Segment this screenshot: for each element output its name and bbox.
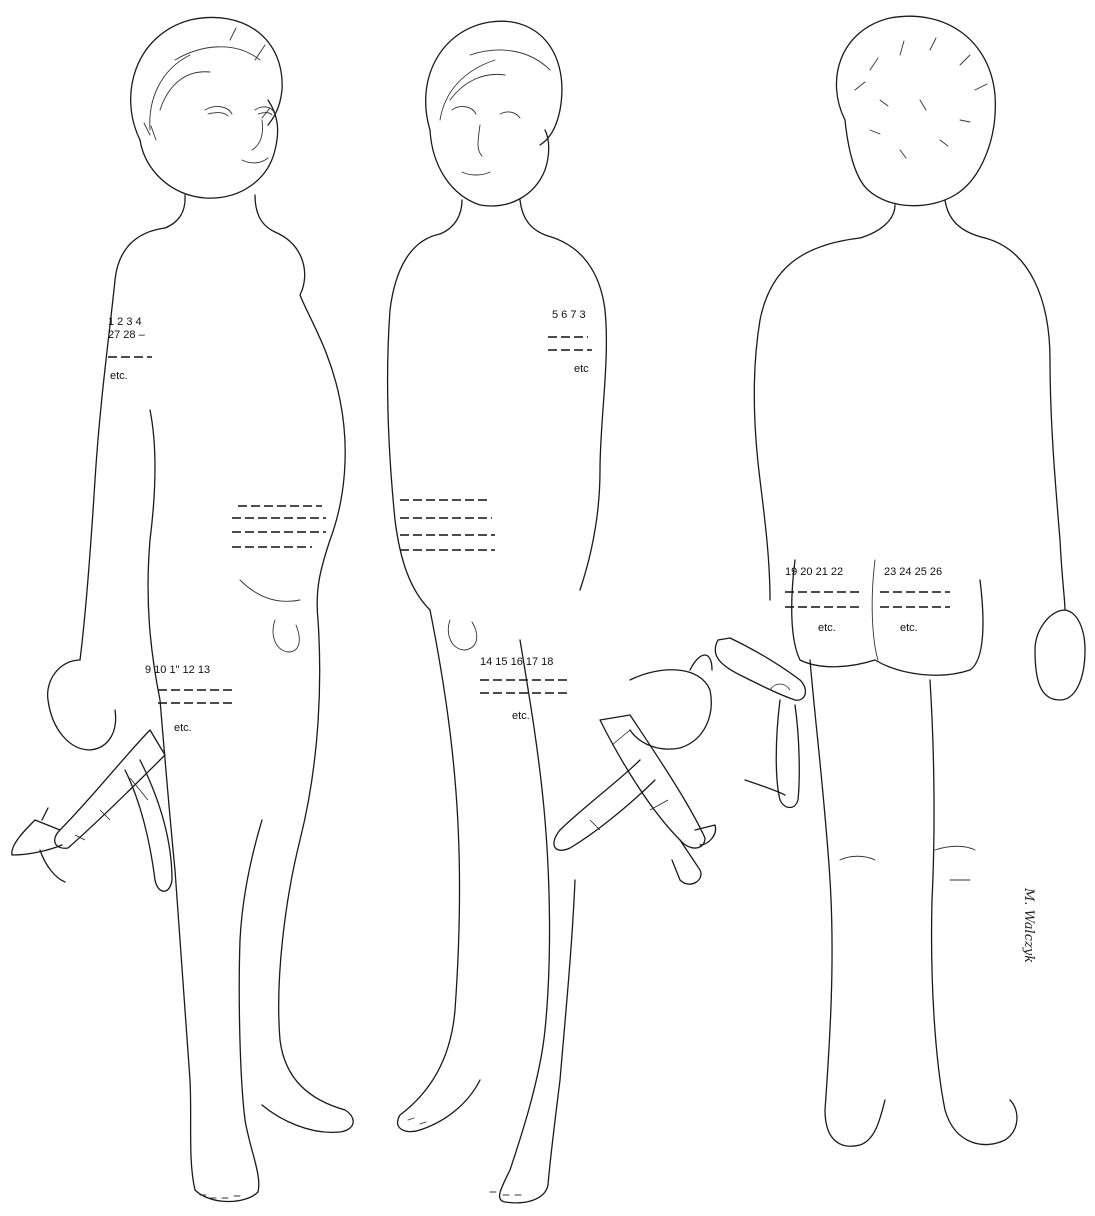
toy-airplane-icon	[715, 638, 805, 808]
thigh-label-row1: 14 15 16 17 18	[480, 656, 553, 668]
thigh-label-row1: 9 10 1" 12 13	[145, 664, 210, 676]
buttock-label-left-etc: etc.	[818, 622, 836, 634]
arm-label-row1: 5 6 7 3	[552, 309, 586, 321]
buttock-label-right: 23 24 25 26	[884, 566, 942, 578]
thigh-label-etc: etc.	[512, 710, 530, 722]
child-figure-front-left	[12, 17, 353, 1201]
arm-label-row1: 1 2 3 4	[108, 316, 142, 328]
toy-airplane-icon	[554, 715, 716, 884]
child-figure-back	[715, 16, 1085, 1146]
buttock-label-left: 19 20 21 22	[785, 566, 843, 578]
artist-signature: M. Walczyk	[1021, 888, 1036, 963]
child-figure-front-middle	[388, 21, 716, 1203]
arm-label-etc: etc	[574, 363, 589, 375]
measurement-lines	[108, 337, 950, 703]
arm-label-etc: etc.	[110, 370, 128, 382]
toy-airplane-icon	[12, 730, 172, 891]
buttock-label-right-etc: etc.	[900, 622, 918, 634]
arm-label-row2: 27 28 –	[108, 329, 145, 341]
thigh-label-etc: etc.	[174, 722, 192, 734]
